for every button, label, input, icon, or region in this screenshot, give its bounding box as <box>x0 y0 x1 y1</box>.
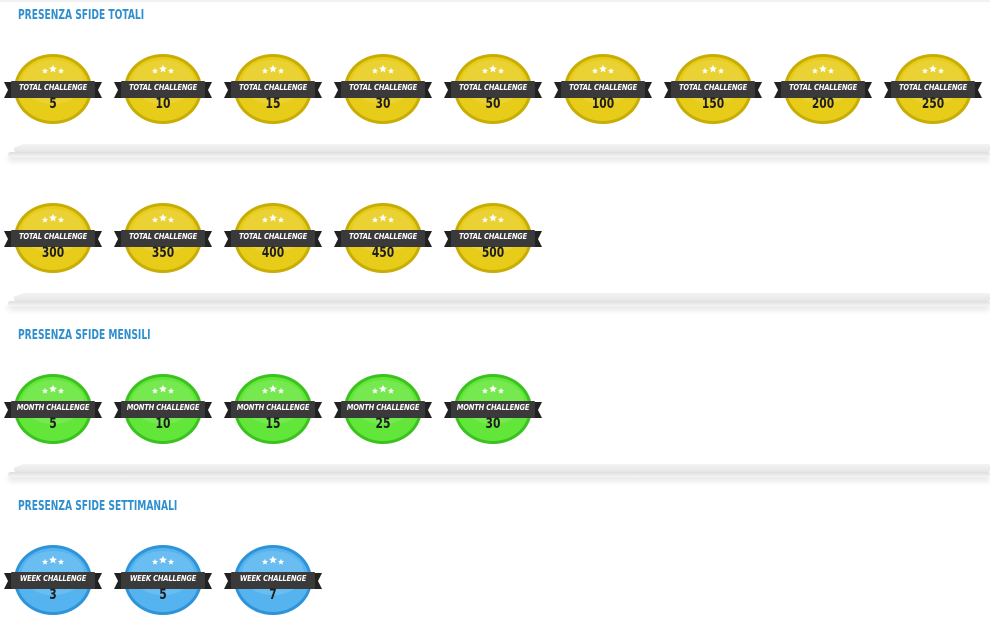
week-challenge-badge: WEEK CHALLENGE 3 <box>3 543 103 617</box>
badge-caption: TOTAL CHALLENGE <box>788 83 858 92</box>
badge-count: 100 <box>591 96 615 112</box>
badge-medal-icon <box>224 54 322 124</box>
badge-caption: MONTH CHALLENGE <box>236 403 310 412</box>
badge-caption: MONTH CHALLENGE <box>456 403 530 412</box>
month-challenge-badge: MONTH CHALLENGE 30 <box>443 372 543 446</box>
badge-medal-icon <box>444 374 542 444</box>
badge-medal-icon <box>334 54 432 124</box>
badge-caption: TOTAL CHALLENGE <box>898 83 968 92</box>
badge-count: 5 <box>159 587 167 603</box>
badge-caption: TOTAL CHALLENGE <box>348 232 418 241</box>
badge-medal-icon <box>444 203 542 273</box>
badge-medal-icon <box>4 203 102 273</box>
total-challenge-badge: TOTAL CHALLENGE 400 <box>223 201 323 275</box>
badge-count: 15 <box>265 416 281 432</box>
section-title-settimanali: PRESENZA SFIDE SETTIMANALI <box>18 499 178 514</box>
badge-caption: MONTH CHALLENGE <box>126 403 200 412</box>
total-challenge-badge: TOTAL CHALLENGE 5 <box>3 52 103 126</box>
badge-count: 30 <box>375 96 391 112</box>
badge-medal-icon <box>4 54 102 124</box>
badge-medal-icon <box>114 203 212 273</box>
week-challenge-badge: WEEK CHALLENGE 5 <box>113 543 213 617</box>
badge-count: 350 <box>151 245 175 261</box>
badge-caption: TOTAL CHALLENGE <box>128 232 198 241</box>
badge-caption: TOTAL CHALLENGE <box>348 83 418 92</box>
top-divider <box>0 0 990 2</box>
badge-medal-icon <box>224 203 322 273</box>
badge-caption: TOTAL CHALLENGE <box>568 83 638 92</box>
week-challenge-badge: WEEK CHALLENGE 7 <box>223 543 323 617</box>
badge-caption: WEEK CHALLENGE <box>239 574 307 583</box>
badge-caption: TOTAL CHALLENGE <box>238 232 308 241</box>
badge-count: 5 <box>49 96 57 112</box>
badge-caption: WEEK CHALLENGE <box>129 574 197 583</box>
badge-count: 3 <box>49 587 57 603</box>
badge-count: 25 <box>375 416 391 432</box>
badge-count: 50 <box>485 96 501 112</box>
badge-medal-icon <box>114 545 212 615</box>
total-challenge-badge: TOTAL CHALLENGE 50 <box>443 52 543 126</box>
month-challenge-badge: MONTH CHALLENGE 10 <box>113 372 213 446</box>
badge-count: 10 <box>155 416 171 432</box>
total-challenge-badge: TOTAL CHALLENGE 200 <box>773 52 873 126</box>
badge-caption: TOTAL CHALLENGE <box>458 83 528 92</box>
total-challenge-badge: TOTAL CHALLENGE 300 <box>3 201 103 275</box>
badge-count: 400 <box>261 245 285 261</box>
total-challenge-badge: TOTAL CHALLENGE 500 <box>443 201 543 275</box>
section-title-mensili: PRESENZA SFIDE MENSILI <box>18 328 151 343</box>
badge-medal-icon <box>4 545 102 615</box>
shelf <box>8 144 990 158</box>
badge-count: 30 <box>485 416 501 432</box>
badge-medal-icon <box>664 54 762 124</box>
total-challenge-badge: TOTAL CHALLENGE 15 <box>223 52 323 126</box>
total-challenge-badge: TOTAL CHALLENGE 250 <box>883 52 983 126</box>
badge-caption: TOTAL CHALLENGE <box>458 232 528 241</box>
badge-count: 7 <box>269 587 277 603</box>
month-challenge-badge: MONTH CHALLENGE 15 <box>223 372 323 446</box>
section-title-totali: PRESENZA SFIDE TOTALI <box>18 8 145 23</box>
badge-count: 250 <box>921 96 945 112</box>
badge-medal-icon <box>334 203 432 273</box>
badge-count: 5 <box>49 416 57 432</box>
total-challenge-badge: TOTAL CHALLENGE 100 <box>553 52 653 126</box>
badge-medal-icon <box>4 374 102 444</box>
month-challenge-badge: MONTH CHALLENGE 25 <box>333 372 433 446</box>
badge-count: 15 <box>265 96 281 112</box>
badge-medal-icon <box>114 54 212 124</box>
total-challenge-badge: TOTAL CHALLENGE 350 <box>113 201 213 275</box>
badge-caption: TOTAL CHALLENGE <box>128 83 198 92</box>
shelf <box>8 293 990 307</box>
badge-caption: TOTAL CHALLENGE <box>238 83 308 92</box>
badge-caption: TOTAL CHALLENGE <box>18 232 88 241</box>
month-challenge-badge: MONTH CHALLENGE 5 <box>3 372 103 446</box>
badge-count: 300 <box>41 245 65 261</box>
total-challenge-badge: TOTAL CHALLENGE 30 <box>333 52 433 126</box>
badge-medal-icon <box>884 54 982 124</box>
badge-count: 450 <box>371 245 395 261</box>
badge-caption: WEEK CHALLENGE <box>19 574 87 583</box>
total-challenge-badge: TOTAL CHALLENGE 450 <box>333 201 433 275</box>
badge-count: 200 <box>811 96 835 112</box>
badge-count: 150 <box>701 96 725 112</box>
badge-medal-icon <box>114 374 212 444</box>
total-challenge-badge: TOTAL CHALLENGE 10 <box>113 52 213 126</box>
total-challenge-badge: TOTAL CHALLENGE 150 <box>663 52 763 126</box>
badge-medal-icon <box>444 54 542 124</box>
badge-medal-icon <box>774 54 872 124</box>
badge-caption: TOTAL CHALLENGE <box>18 83 88 92</box>
badge-medal-icon <box>554 54 652 124</box>
badge-medal-icon <box>224 545 322 615</box>
badge-caption: MONTH CHALLENGE <box>16 403 90 412</box>
badge-medal-icon <box>224 374 322 444</box>
badge-medal-icon <box>334 374 432 444</box>
badge-count: 500 <box>481 245 505 261</box>
shelf <box>8 464 990 478</box>
badge-caption: TOTAL CHALLENGE <box>678 83 748 92</box>
badge-caption: MONTH CHALLENGE <box>346 403 420 412</box>
badge-count: 10 <box>155 96 171 112</box>
